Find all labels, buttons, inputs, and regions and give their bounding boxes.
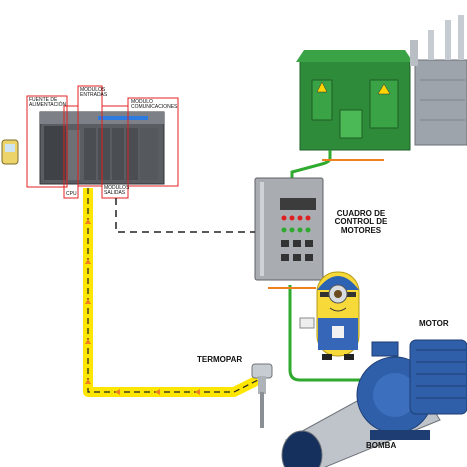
label-fuente: FUENTE DE ALIMENTACIÓN (29, 97, 67, 109)
green-cable-substation (290, 150, 332, 180)
green-cable-motor (288, 285, 370, 382)
technician-character (299, 271, 360, 360)
label-termopar: TERMOPAR (197, 355, 243, 364)
label-motor: MOTOR (419, 319, 449, 328)
handheld-device (1, 139, 19, 165)
label-box-salidas (101, 105, 129, 199)
label-salidas: MODULOS SALIDAS (104, 185, 130, 197)
substation (296, 50, 413, 151)
thermocouple-cable-core (87, 188, 259, 393)
motor (409, 339, 467, 415)
warning-icon (316, 81, 328, 93)
control-signal-line (115, 198, 255, 233)
label-cpu: CPU (66, 191, 77, 197)
thermocouple-sensor (251, 363, 273, 428)
label-box-fuente (26, 95, 68, 188)
flow-arrows (85, 219, 200, 395)
label-bomba: BOMBA (366, 441, 397, 450)
label-entradas: MODULOS ENTRADAS (80, 87, 108, 99)
transformer (410, 15, 467, 146)
label-comunicaciones: MODULO COMUNICACIONES (131, 99, 178, 111)
warning-icon (377, 83, 391, 95)
label-cuadro: CUADRO DE CONTROL DE MOTORES (334, 209, 388, 235)
motor-control-panel (254, 177, 324, 281)
label-box-cpu (63, 105, 79, 199)
